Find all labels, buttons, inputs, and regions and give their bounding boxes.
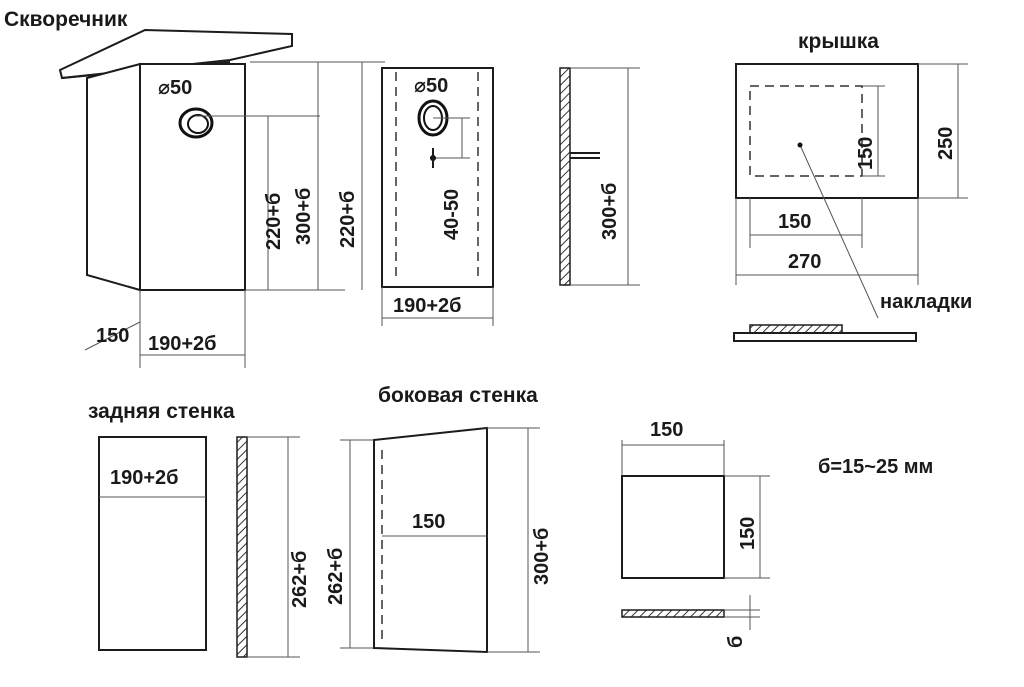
back-wall-thickness (236, 436, 248, 658)
bottom-detail: 150 150 б (621, 419, 770, 648)
assembled-birdhouse: ⌀50 220+б 300+б 150 190+2б (58, 28, 345, 368)
assembled-height-back: 300+б (293, 188, 315, 245)
front-face (139, 63, 246, 291)
side-face (86, 62, 141, 292)
front-wall-width: 190+2б (393, 295, 462, 317)
roof-inner-height: 150 (855, 137, 877, 170)
roof-strip-profile (749, 324, 843, 334)
assembled-hole-label: ⌀50 (158, 77, 192, 99)
back-wall-label: задняя стенка (88, 400, 235, 423)
back-wall-width: 190+2б (110, 467, 179, 489)
front-wall-detail: 220+б ⌀50 40-50 190+2б (330, 61, 494, 326)
back-wall-detail: задняя стенка 190+2б 262+б (88, 400, 311, 658)
assembled-width: 190+2б (148, 333, 217, 355)
assembled-height-front: 220+б (263, 193, 285, 250)
side-wall-detail: боковая стенка 262+б 150 300+б (325, 384, 553, 654)
bottom-height: 150 (737, 517, 759, 550)
assembled-depth: 150 (96, 325, 129, 347)
front-profile-height: 300+б (599, 183, 621, 240)
side-wall-panel (373, 426, 488, 654)
side-wall-label: боковая стенка (378, 384, 538, 407)
side-wall-high-height: 300+б (531, 528, 553, 585)
back-wall-height: 262+б (289, 551, 311, 608)
bottom-width: 150 (650, 419, 683, 441)
bottom-thickness-label: б (725, 636, 747, 648)
front-wall-thickness (559, 67, 571, 286)
front-wall-profile: 300+б (559, 67, 640, 286)
back-wall-panel (98, 436, 207, 651)
roof-inner-outline (749, 85, 863, 177)
side-wall-width: 150 (412, 511, 445, 533)
roof-width: 270 (788, 251, 821, 273)
roof-edge-profile (733, 332, 917, 342)
roof-panel (735, 63, 919, 199)
thickness-formula: б=15~25 мм (818, 456, 933, 478)
bottom-thickness (621, 609, 725, 618)
front-wall-perch-offset: 40-50 (441, 189, 463, 240)
side-wall-low-height: 262+б (325, 548, 347, 605)
drawing-title: Скворечник (4, 8, 128, 31)
front-wall-height-left: 220+б (337, 191, 359, 248)
roof-detail: крышка 150 250 150 270 накладки (733, 30, 972, 342)
roof-depth: 250 (935, 127, 957, 160)
front-wall-hole-label: ⌀50 (414, 75, 448, 97)
roof-strips-label: накладки (880, 291, 972, 313)
bottom-panel (621, 475, 725, 579)
roof-inner-width: 150 (778, 211, 811, 233)
roof-label: крышка (798, 30, 879, 53)
